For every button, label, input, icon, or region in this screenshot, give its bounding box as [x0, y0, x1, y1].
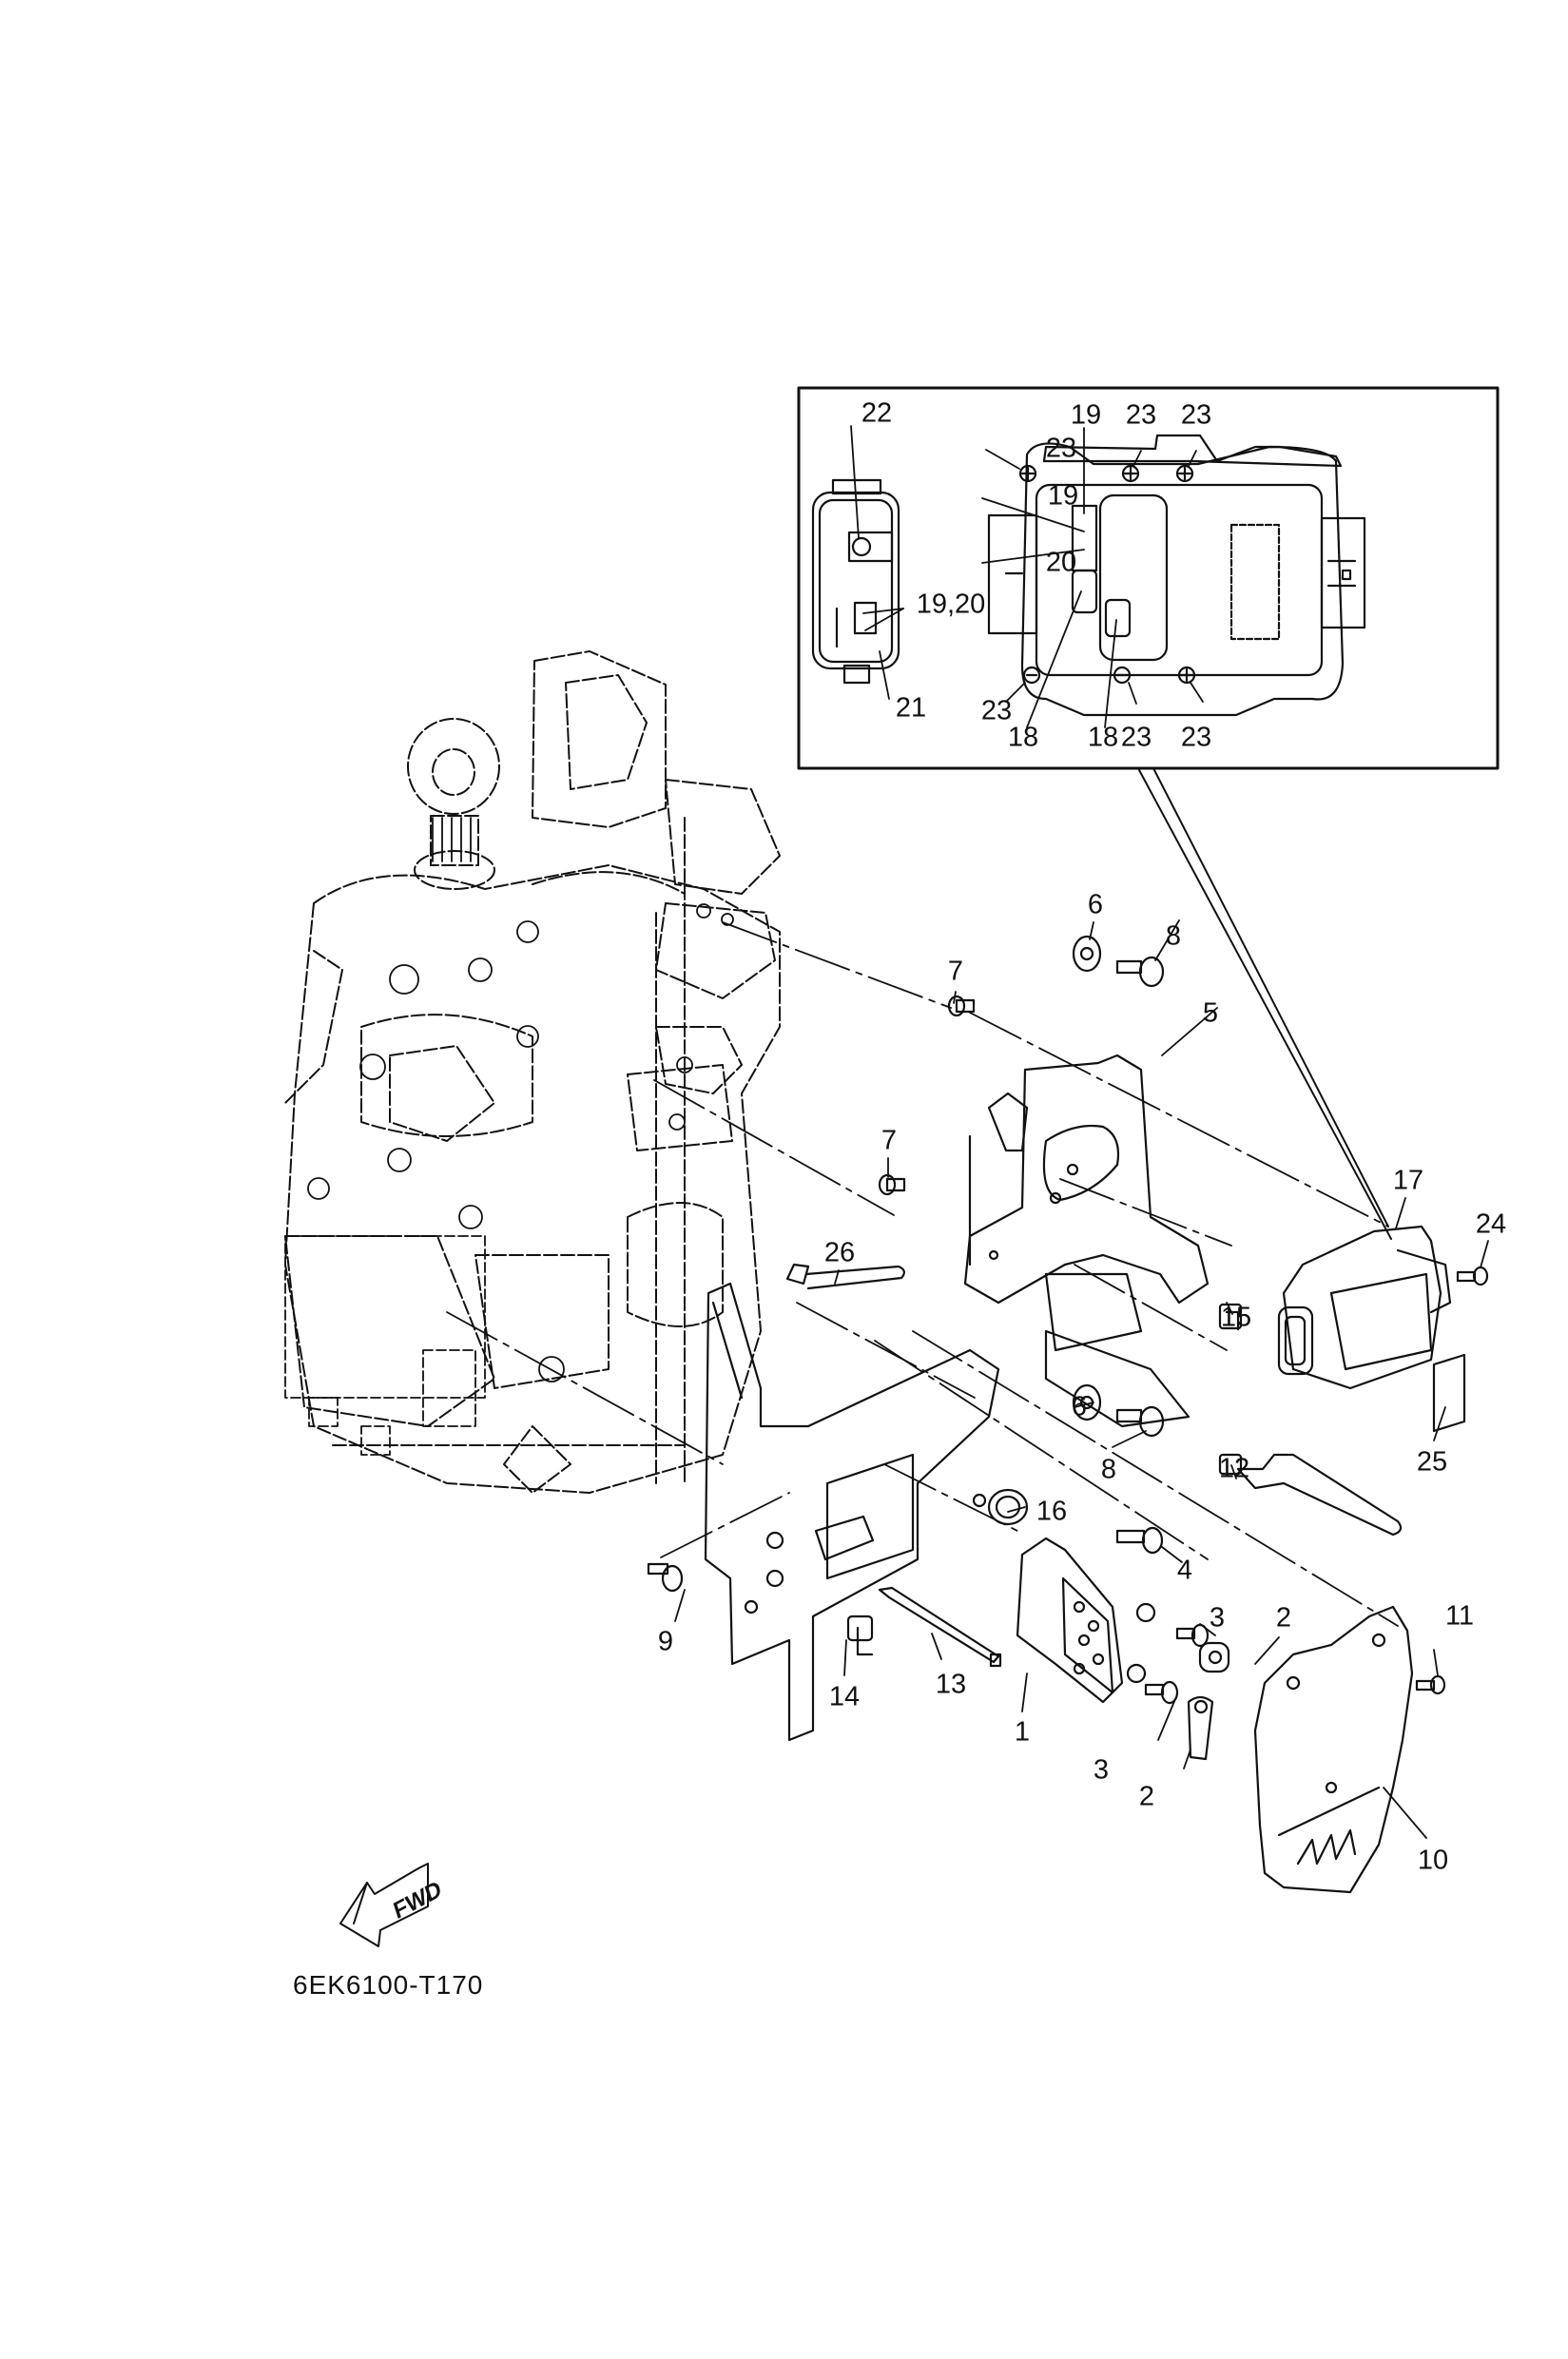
part-4-bolt — [1115, 1526, 1164, 1555]
part-8-bolt-upper — [1115, 956, 1165, 988]
callout-23[interactable]: 23 — [980, 695, 1013, 726]
engine-detail-solid — [307, 817, 734, 1383]
callout-20[interactable]: 20 — [1045, 547, 1077, 578]
callout-17[interactable]: 17 — [1392, 1165, 1424, 1196]
part-13-cable-tie — [878, 1586, 1002, 1668]
callout-15[interactable]: 15 — [1220, 1302, 1252, 1333]
callout-21[interactable]: 21 — [895, 692, 927, 724]
callout-6[interactable]: 6 — [1087, 889, 1104, 920]
part-26-cable-tie — [785, 1263, 905, 1290]
callout-23[interactable]: 23 — [1125, 399, 1157, 431]
callout-1[interactable]: 1 — [1014, 1716, 1031, 1748]
forward-direction-arrow-icon — [339, 1863, 429, 1947]
callout-23[interactable]: 23 — [1180, 399, 1212, 431]
part-2-cap-upper — [1198, 1641, 1230, 1673]
callout-2[interactable]: 2 — [1275, 1602, 1292, 1634]
callout-19[interactable]: 19 — [1047, 480, 1079, 512]
part-14-clip — [846, 1615, 874, 1656]
callout-3[interactable]: 3 — [1209, 1602, 1226, 1634]
part-2-cap-lower — [1187, 1695, 1214, 1761]
callout-23[interactable]: 23 — [1045, 433, 1077, 464]
part-16-clamp — [972, 1488, 1029, 1526]
part-3-screw-lower — [1126, 1663, 1179, 1705]
diagram-code-label: 6EK6100-T170 — [293, 1970, 484, 2000]
leader-lines — [674, 919, 1489, 1839]
callout-8[interactable]: 8 — [1165, 920, 1182, 952]
part-7-collar-upper — [947, 995, 976, 1017]
callout-19[interactable]: 19 — [1070, 399, 1102, 431]
callout-12[interactable]: 12 — [1218, 1453, 1250, 1484]
part-11-screw — [1415, 1674, 1446, 1695]
callout-4[interactable]: 4 — [1176, 1555, 1193, 1586]
connector-cover-icon — [811, 478, 900, 685]
part-25-label — [1432, 1353, 1466, 1433]
callout-23[interactable]: 23 — [1120, 722, 1152, 753]
callout-5[interactable]: 5 — [1202, 997, 1219, 1029]
callout-22[interactable]: 22 — [861, 397, 893, 429]
inset-detail-box — [797, 386, 1500, 1240]
callout-9[interactable]: 9 — [657, 1626, 674, 1657]
callout-18[interactable]: 18 — [1087, 722, 1119, 753]
part-7-collar-lower — [878, 1173, 906, 1196]
callout-16[interactable]: 16 — [1036, 1496, 1068, 1527]
part-24-screw — [1456, 1266, 1489, 1286]
part-12-harness-strap — [1218, 1453, 1403, 1537]
bracket-part-5 — [963, 1054, 1210, 1305]
assembly-axis-lines — [446, 921, 1399, 1627]
inset-screw-icons — [1018, 464, 1196, 685]
callout-8[interactable]: 8 — [1100, 1454, 1117, 1485]
callout-24[interactable]: 24 — [1475, 1209, 1507, 1240]
part-10-cover — [1253, 1605, 1414, 1894]
part-6-grommet-upper — [1072, 935, 1102, 973]
callout-7[interactable]: 7 — [947, 956, 964, 987]
part-17-ecm-unit — [1277, 1225, 1452, 1390]
part-9-bolt — [647, 1562, 684, 1593]
ecm-module-top-view-icon — [987, 434, 1366, 717]
callout-2[interactable]: 2 — [1138, 1781, 1155, 1812]
callout-10[interactable]: 10 — [1417, 1845, 1449, 1876]
callout-25[interactable]: 25 — [1416, 1446, 1448, 1478]
callout-23[interactable]: 23 — [1180, 722, 1212, 753]
part-8-bolt-lower — [1115, 1405, 1165, 1438]
callout-14[interactable]: 14 — [828, 1681, 861, 1712]
inset-leader-lines — [850, 425, 1204, 728]
engine-side-module — [284, 1235, 486, 1456]
callout-13[interactable]: 13 — [935, 1669, 967, 1700]
callout-11[interactable]: 11 — [1444, 1600, 1475, 1632]
part-3-screw-upper — [1135, 1602, 1210, 1648]
main-bracket — [704, 1272, 1191, 1742]
callout-26[interactable]: 26 — [823, 1237, 856, 1268]
callout-6[interactable]: 6 — [1071, 1391, 1088, 1422]
callout-18[interactable]: 18 — [1007, 722, 1039, 753]
callout-3[interactable]: 3 — [1093, 1754, 1110, 1786]
callout-19-20[interactable]: 19,20 — [916, 589, 986, 620]
engine-block-outline — [284, 650, 781, 1494]
callout-7[interactable]: 7 — [881, 1125, 898, 1156]
part-1-rectifier-regulator — [1016, 1537, 1124, 1704]
